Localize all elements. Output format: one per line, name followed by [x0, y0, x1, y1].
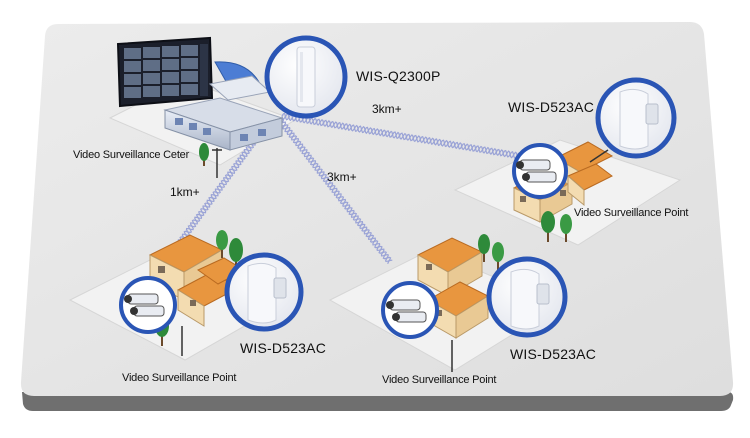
link-distance-label: 3km+	[327, 170, 357, 184]
board-shadow	[22, 392, 734, 411]
link-distance-label: 1km+	[170, 185, 200, 199]
wis-q2300p-device-icon	[264, 35, 348, 119]
tree-icon	[199, 143, 209, 166]
wireless-link-wave	[279, 118, 392, 265]
wireless-cpe-icon	[224, 252, 304, 332]
surveillance-point-2	[119, 230, 304, 356]
wireless-link-wave	[278, 119, 393, 263]
control-building-icon	[163, 61, 284, 151]
wireless-link-wave	[281, 112, 521, 159]
point-location-label: Video Surveillance Point	[574, 207, 689, 219]
tree-icon	[541, 211, 572, 242]
cctv-camera-icon	[381, 281, 439, 339]
wireless-links	[173, 112, 521, 265]
antenna-pole-icon	[212, 148, 222, 178]
wireless-cpe-icon	[595, 77, 677, 159]
wireless-link-wave	[173, 135, 260, 248]
point-device-label: WIS-D523AC	[510, 346, 597, 362]
center-device-label: WIS-Q2300P	[356, 68, 441, 84]
surveillance-point-1	[512, 77, 677, 242]
point-device-label: WIS-D523AC	[240, 340, 327, 356]
tree-icon	[478, 234, 504, 270]
point-location-label: Video Surveillance Point	[122, 372, 237, 384]
point-location-label: Video Surveillance Point	[382, 374, 497, 386]
wireless-link-wave	[175, 134, 259, 250]
pole-icon	[589, 149, 609, 163]
surveillance-point-3	[381, 234, 568, 372]
monitor-wall-icon	[116, 36, 214, 108]
cctv-camera-icon	[512, 143, 568, 199]
wireless-cpe-icon	[486, 256, 568, 338]
point-device-label: WIS-D523AC	[508, 99, 595, 115]
cctv-camera-icon	[119, 276, 177, 334]
center-location-label: Video Surveillance Ceter	[73, 149, 190, 161]
wireless-link-wave	[281, 113, 521, 160]
house-icon	[148, 234, 246, 327]
link-distance-label: 3km+	[372, 102, 402, 116]
